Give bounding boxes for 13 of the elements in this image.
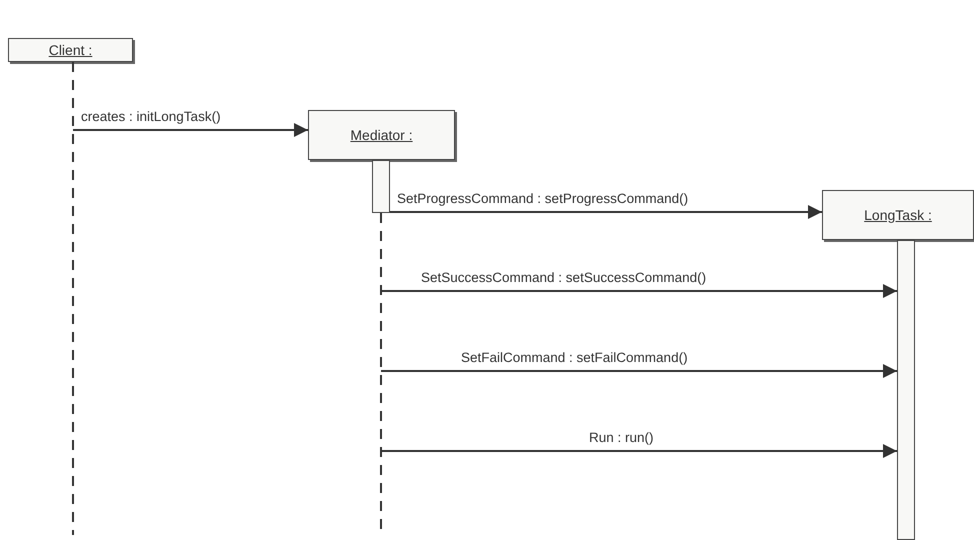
message-label: creates : initLongTask()	[80, 109, 222, 124]
participant-name: Mediator :	[350, 127, 413, 143]
message-arrow	[381, 284, 897, 298]
participant-name: LongTask :	[864, 207, 932, 223]
message-label: SetProgressCommand : setProgressCommand()	[396, 191, 690, 206]
message-label: Run : run()	[588, 430, 655, 445]
message-arrow	[73, 123, 308, 137]
participant-name: Client :	[48, 42, 92, 58]
message-label: SetSuccessCommand : setSuccessCommand()	[420, 270, 708, 285]
message-label: SetFailCommand : setFailCommand()	[460, 350, 689, 365]
message-arrow	[381, 444, 897, 458]
message-arrow	[390, 205, 822, 219]
message-arrow	[381, 364, 897, 378]
